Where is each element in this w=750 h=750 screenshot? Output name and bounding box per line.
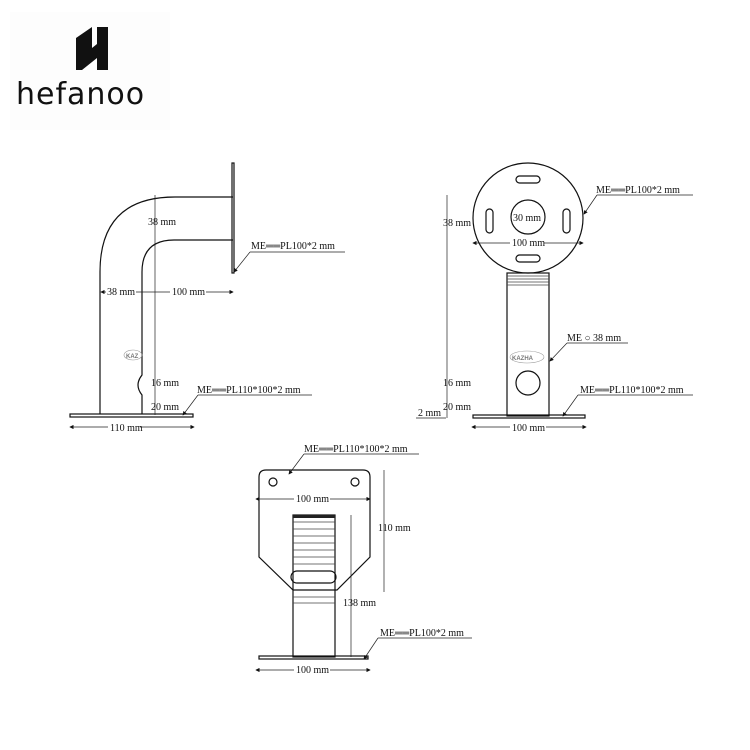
side-view: KAZ 38 mm ME══PL100*2 mm 38 mm 100 mm 16… xyxy=(69,162,345,434)
dim-reach: 100 mm xyxy=(172,287,205,298)
dim-height: 38 mm xyxy=(443,218,471,229)
logo-mark-icon xyxy=(76,27,108,70)
dim-tube-length: 138 mm xyxy=(343,598,376,609)
dim-20: 20 mm xyxy=(151,402,179,413)
tube-outer xyxy=(99,196,233,414)
base-plate-label: ME══PL110*100*2 mm xyxy=(580,385,684,396)
dim-20: 20 mm xyxy=(443,402,471,413)
dim-plate-width: 100 mm xyxy=(296,494,329,505)
wall-plate-label: ME══PL100*2 mm xyxy=(251,241,335,252)
plate-label: ME══PL110*100*2 mm xyxy=(304,444,408,455)
brand-logo: hefanoo xyxy=(10,12,170,130)
base-plate xyxy=(69,413,194,418)
tube-inner xyxy=(137,239,233,414)
top-view: 100 mm 110 mm 138 mm ME══PL110*100*2 mm … xyxy=(255,444,472,676)
wall-plate xyxy=(231,162,235,274)
stamp: KAZ xyxy=(126,354,139,360)
side-hole xyxy=(515,370,541,396)
front-view: 30 mm 100 mm KAZHA 38 mm 16 mm 20 mm 2 m… xyxy=(416,162,693,434)
brand-name: hefanoo xyxy=(16,77,145,112)
dim-disc: 100 mm xyxy=(512,238,545,249)
dim-bottom: 100 mm xyxy=(296,665,329,676)
base-plate xyxy=(472,414,586,419)
dim-hole: 30 mm xyxy=(513,213,541,224)
stamp: KAZHA xyxy=(512,356,534,362)
end-plate-label: ME══PL100*2 mm xyxy=(380,628,464,639)
dim-16: 16 mm xyxy=(151,378,179,389)
base-plate-label: ME══PL110*100*2 mm xyxy=(197,385,301,396)
dim-base: 100 mm xyxy=(512,423,545,434)
tube-label: ME ○ 38 mm xyxy=(567,333,621,344)
center-hole xyxy=(510,199,546,235)
dim-plate-height: 110 mm xyxy=(378,523,411,534)
dim-tube-height: 38 mm xyxy=(148,217,176,228)
slot xyxy=(290,570,337,584)
dim-tube-width: 38 mm xyxy=(107,287,135,298)
tube xyxy=(506,272,550,417)
disc-label: ME══PL100*2 mm xyxy=(596,185,680,196)
end-plate xyxy=(258,655,369,660)
dim-2: 2 mm xyxy=(418,408,441,419)
mounting-plate xyxy=(258,469,371,591)
dim-16: 16 mm xyxy=(443,378,471,389)
dim-base: 110 mm xyxy=(110,423,143,434)
